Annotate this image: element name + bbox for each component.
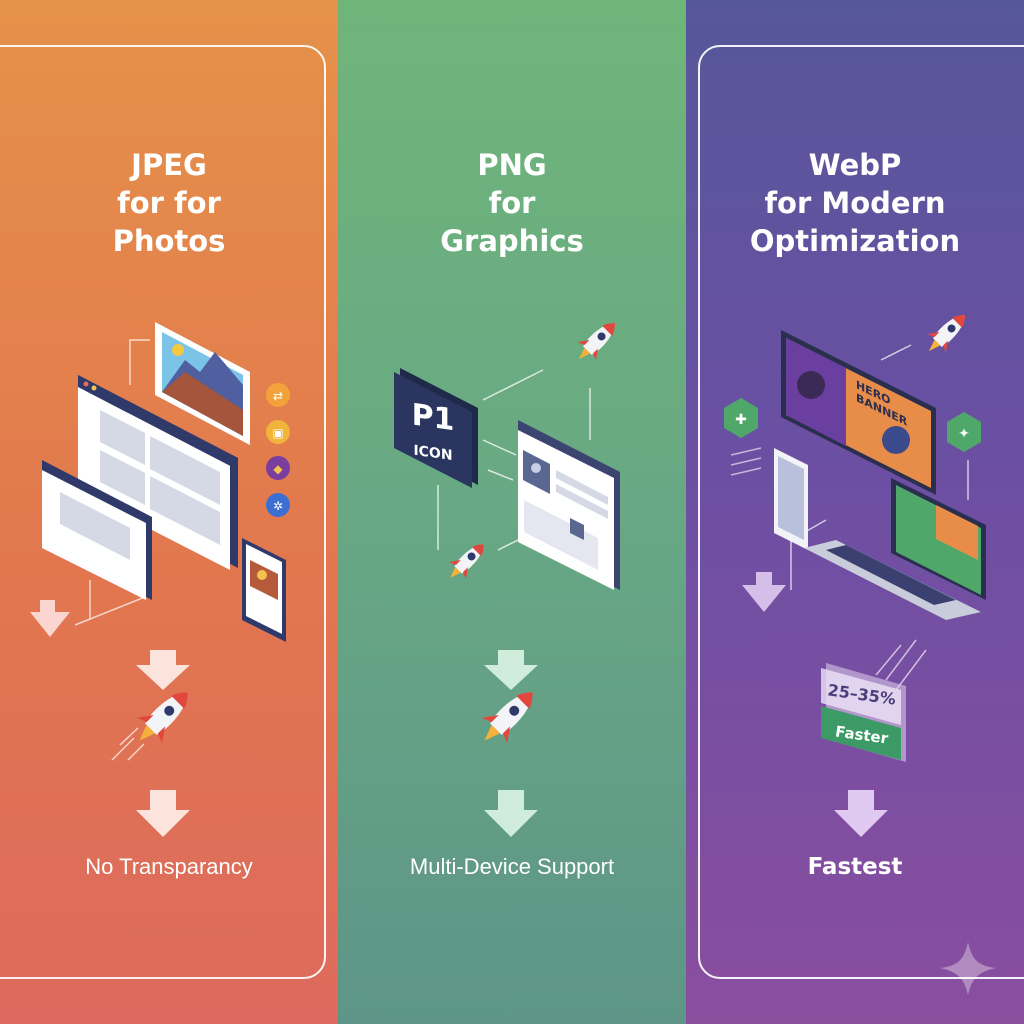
- down-arrow-icon-2: [136, 790, 190, 837]
- jpeg-caption: No Transparancy: [85, 854, 253, 879]
- icon-label-top: P1: [412, 397, 455, 438]
- photo-frame-icon: [155, 322, 250, 445]
- webp-title-line-1: WebP: [808, 148, 902, 182]
- svg-text:▣: ▣: [272, 426, 283, 440]
- rocket-icon-top: [927, 315, 965, 353]
- browser-window-icon: [518, 420, 620, 590]
- down-arrow-small-icon: [30, 600, 70, 637]
- speed-lines-badge: [875, 639, 927, 691]
- png-title-line-3: Graphics: [440, 224, 584, 258]
- webp-title-line-2: for Modern: [764, 186, 946, 220]
- faster-badge: 25–35% Faster: [821, 663, 906, 762]
- down-arrow-small-icon: [742, 572, 786, 612]
- connector-lines: [437, 369, 591, 551]
- svg-text:✚: ✚: [735, 412, 747, 428]
- phone-icon: [774, 448, 808, 550]
- monitor-icon: HERO BANNER: [781, 330, 936, 495]
- png-panel: PNG for Graphics: [338, 0, 686, 1024]
- rocket-icon: [136, 692, 188, 744]
- svg-text:⇄: ⇄: [273, 389, 283, 403]
- jpeg-title-line-2: for for: [117, 186, 221, 220]
- hex-icon-left: ✚: [724, 398, 758, 438]
- svg-text:✲: ✲: [273, 499, 283, 513]
- laptop-icon: [804, 478, 986, 620]
- browser-window-icon: [78, 375, 238, 570]
- webp-illustration: HERO BANNER ✚ ✦: [724, 315, 996, 995]
- down-arrow-icon-2: [834, 790, 888, 837]
- rocket-icon-bottom: [448, 544, 484, 580]
- side-icons: ⇄ ▣ ◆ ✲: [266, 383, 290, 517]
- hex-icon-right: ✦: [947, 412, 981, 452]
- png-illustration: P1 ICON: [394, 323, 620, 837]
- png-icon-tile: P1 ICON: [394, 368, 478, 488]
- rocket-icon: [481, 692, 533, 744]
- svg-text:◆: ◆: [273, 462, 283, 476]
- webp-caption: Fastest: [807, 854, 903, 880]
- png-title-line-2: for: [488, 186, 536, 220]
- png-title: PNG for Graphics: [338, 146, 686, 260]
- jpeg-title: JPEG for for Photos: [0, 146, 338, 260]
- connector-lines: [74, 339, 151, 626]
- down-arrow-icon-2: [484, 790, 538, 837]
- jpeg-title-line-3: Photos: [112, 224, 226, 258]
- icon-label-bottom: ICON: [413, 443, 452, 464]
- rocket-trail: [111, 727, 145, 761]
- rocket-icon-top: [577, 323, 615, 361]
- svg-text:✦: ✦: [958, 426, 970, 442]
- webp-panel-frame: [698, 45, 1024, 979]
- jpeg-panel: JPEG for for Photos: [0, 0, 338, 1024]
- small-browser-icon: [42, 460, 152, 600]
- jpeg-title-line-1: JPEG: [131, 148, 207, 182]
- jpeg-panel-frame: [0, 45, 326, 979]
- jpeg-illustration: ⇄ ▣ ◆ ✲: [30, 322, 290, 837]
- webp-title-line-3: Optimization: [749, 224, 961, 258]
- phone-icon: [242, 538, 286, 642]
- png-title-line-1: PNG: [477, 148, 547, 182]
- png-caption: Multi-Device Support: [409, 854, 615, 879]
- speed-lines-left: [730, 447, 762, 476]
- down-arrow-icon-1: [136, 650, 190, 690]
- sparkle-icon: [940, 942, 996, 995]
- down-arrow-icon-1: [484, 650, 538, 690]
- webp-panel: WebP for Modern Optimization: [686, 0, 1024, 1024]
- webp-title: WebP for Modern Optimization: [686, 146, 1024, 260]
